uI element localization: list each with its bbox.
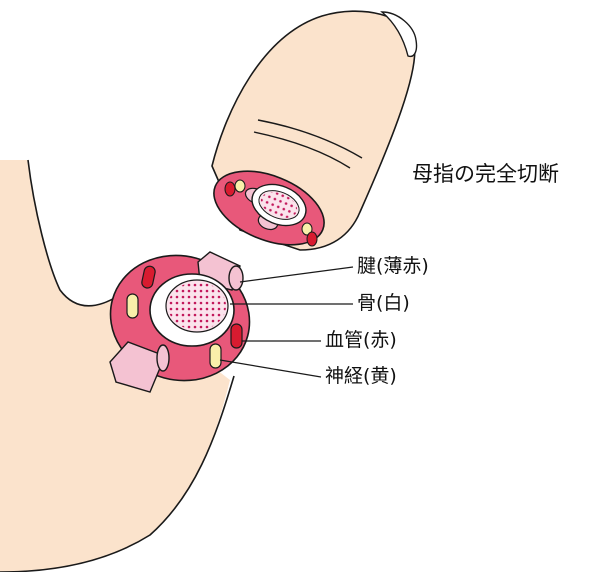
stump-vessel-2	[231, 324, 242, 348]
label-tendon: 腱(薄赤)	[357, 257, 429, 276]
stump-cross-section	[96, 240, 263, 396]
label-nerve: 神経(黄)	[325, 367, 397, 386]
label-vessel: 血管(赤)	[325, 331, 397, 350]
leader-tendon	[240, 267, 353, 282]
stump-nerve-1	[127, 294, 138, 318]
diagram-title: 母指の完全切断	[412, 164, 559, 185]
leader-nerve	[220, 360, 321, 377]
label-bone: 骨(白)	[357, 294, 410, 313]
amputated-thumb	[203, 11, 416, 259]
stump-nerve-2	[210, 344, 221, 368]
